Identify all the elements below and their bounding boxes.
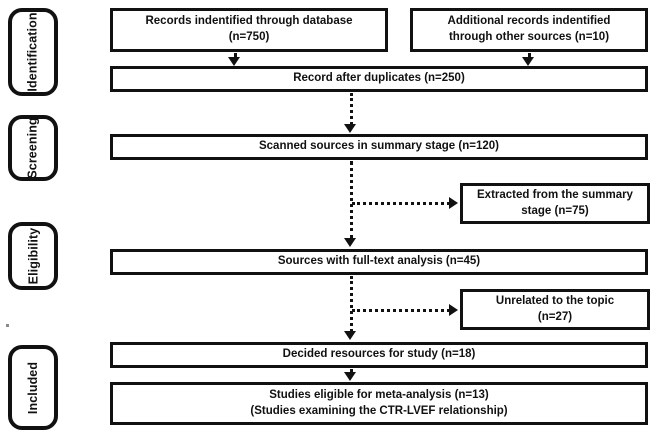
- stage-label-eligibility: Eligibility: [8, 222, 58, 290]
- connector-scanned-to-fulltext-arrow: [344, 238, 356, 247]
- box-extracted-summary-stage: Extracted from the summary stage (n=75): [460, 183, 650, 224]
- stage-label-identification: Identification: [8, 8, 58, 96]
- box-record-after-duplicates: Record after duplicates (n=250): [110, 66, 648, 92]
- connector-fulltext-to-decided-arrow: [344, 331, 356, 340]
- connector-scanned-to-extracted-line: [352, 202, 450, 205]
- box-records-identified-database: Records indentified through database (n=…: [110, 8, 388, 52]
- scan-speck: [6, 324, 9, 327]
- connector-fulltext-to-decided-line: [350, 276, 353, 332]
- connector-scanned-to-fulltext-line: [350, 161, 353, 239]
- stage-label-screening: Screening: [8, 115, 58, 181]
- box-studies-eligible-meta-analysis: Studies eligible for meta-analysis (n=13…: [110, 382, 648, 425]
- stage-label-eligibility-text: Eligibility: [26, 227, 41, 285]
- connector-fulltext-to-unrelated-line: [352, 309, 450, 312]
- box-extracted-summary-stage-text: Extracted from the summary stage (n=75): [477, 188, 633, 217]
- connector-decided-to-studies-arrow: [344, 372, 356, 381]
- box-studies-eligible-meta-analysis-text: Studies eligible for meta-analysis (n=13…: [250, 388, 508, 417]
- stage-label-screening-text: Screening: [26, 117, 40, 179]
- box-scanned-sources-summary-text: Scanned sources in summary stage (n=120): [258, 140, 499, 153]
- connector-records-to-duplicates-arrow: [228, 57, 240, 66]
- box-decided-resources-for-study-text: Decided resources for study (n=18): [282, 348, 476, 361]
- connector-records-to-duplicates-line: [234, 53, 237, 60]
- box-unrelated-to-topic: Unrelated to the topic (n=27): [460, 289, 650, 330]
- box-record-after-duplicates-text: Record after duplicates (n=250): [293, 72, 465, 85]
- box-unrelated-to-topic-text: Unrelated to the topic (n=27): [495, 294, 615, 323]
- connector-scanned-to-extracted-arrow: [449, 197, 458, 209]
- box-records-identified-database-text: Records indentified through database (n=…: [145, 15, 353, 43]
- connector-additional-to-duplicates-arrow: [522, 57, 534, 66]
- stage-label-included-text: Included: [26, 361, 41, 414]
- connector-fulltext-to-unrelated-arrow: [449, 304, 458, 316]
- box-additional-records-text: Additional records indentified through o…: [447, 15, 611, 43]
- box-decided-resources-for-study: Decided resources for study (n=18): [110, 342, 648, 368]
- stage-label-included: Included: [8, 345, 58, 430]
- box-sources-full-text-analysis: Sources with full-text analysis (n=45): [110, 249, 648, 275]
- connector-additional-to-duplicates-line: [528, 53, 531, 60]
- box-sources-full-text-analysis-text: Sources with full-text analysis (n=45): [277, 255, 481, 268]
- connector-duplicates-to-scanned-arrow: [344, 124, 356, 133]
- connector-duplicates-to-scanned-line: [350, 93, 353, 125]
- stage-label-identification-text: Identification: [26, 12, 40, 92]
- box-additional-records: Additional records indentified through o…: [410, 8, 648, 52]
- box-scanned-sources-summary: Scanned sources in summary stage (n=120): [110, 134, 648, 160]
